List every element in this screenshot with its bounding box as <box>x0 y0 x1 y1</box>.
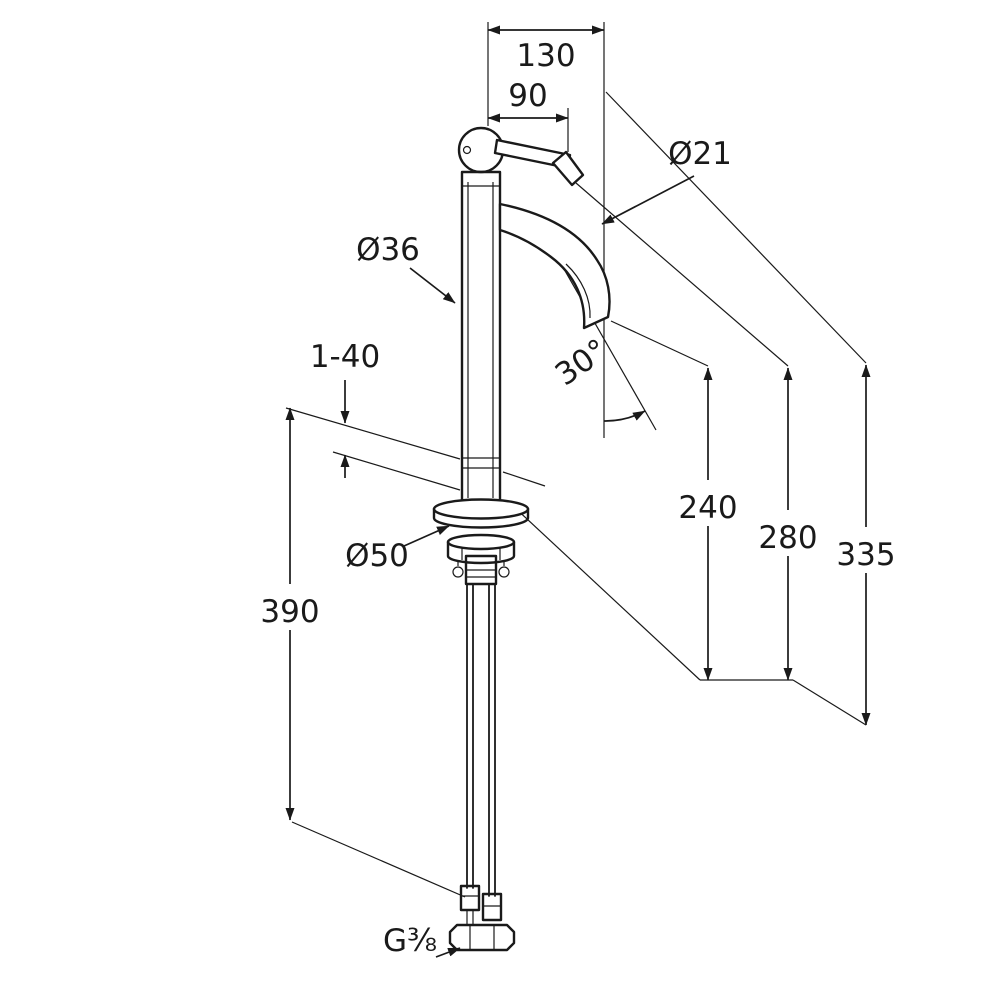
construction-lines <box>285 22 867 898</box>
leader-g38 <box>435 947 461 958</box>
angle-arc-30 <box>603 410 646 422</box>
dia-50-label: Ø50 <box>345 538 409 574</box>
connector-details <box>461 895 501 925</box>
transfer-line-335 <box>605 91 867 364</box>
hose-connector-right <box>481 892 503 922</box>
mounting-surface-bottom-line <box>332 451 461 491</box>
flange-side <box>432 507 530 529</box>
dim-390-label: 390 <box>260 594 319 630</box>
faucet-spout <box>498 202 611 330</box>
dim-240-mask <box>676 480 740 526</box>
nut-facets <box>461 547 501 560</box>
spout-axis-line <box>551 247 657 431</box>
spout-outline <box>498 202 611 330</box>
dim-335-label: 335 <box>836 537 895 573</box>
faucet-body <box>460 170 502 504</box>
mounting-surface-top-line <box>285 407 461 460</box>
leader-dia21 <box>601 175 695 225</box>
dim-390-mask <box>258 584 322 630</box>
dia-21-label: Ø21 <box>668 136 732 172</box>
handle-lever-tip <box>551 150 585 187</box>
stud-left <box>452 566 464 578</box>
thread-g38-label: G⅜ <box>383 923 437 959</box>
leader-dia36 <box>409 267 456 304</box>
spout-detail <box>565 263 591 319</box>
dim-240-label: 240 <box>678 490 737 526</box>
dim-280-label: 280 <box>758 520 817 556</box>
washer-top <box>446 533 516 551</box>
dim-335-mask <box>834 527 898 573</box>
faucet <box>432 126 611 952</box>
faucet-handle <box>457 126 585 187</box>
supply-hoses <box>448 583 516 952</box>
dim-280-mask <box>756 510 820 556</box>
flange-top <box>432 498 530 520</box>
nut-facet-lines <box>469 925 495 950</box>
transfer-line-base-plane-2 <box>792 679 867 726</box>
dim-90-label: 90 <box>508 78 547 114</box>
connection-nut <box>448 923 516 952</box>
dia-36-label: Ø36 <box>356 232 420 268</box>
dimensions: 130 90 Ø21 Ø36 1-40 30° 390 240 280 335 <box>258 25 898 959</box>
mounting-surface-top-line-right <box>502 471 546 487</box>
mounting-flange <box>432 498 530 586</box>
transfer-line-hose-end <box>291 821 466 898</box>
shank-threads <box>466 562 496 578</box>
stud-stems <box>457 560 505 566</box>
leader-dia50 <box>403 525 450 547</box>
dim-130-label: 130 <box>516 38 575 74</box>
handle-cap-detail <box>462 145 472 155</box>
transfer-line-base-plane <box>511 504 701 681</box>
transfer-line-240 <box>610 320 709 367</box>
transfer-line-280 <box>575 182 789 367</box>
hose-lines <box>466 583 496 897</box>
washer-side <box>446 540 516 565</box>
body-detail-lines <box>462 182 500 498</box>
dim-1-40-label: 1-40 <box>310 339 380 375</box>
stud-right <box>498 566 510 578</box>
hose-connector-left <box>459 884 481 912</box>
